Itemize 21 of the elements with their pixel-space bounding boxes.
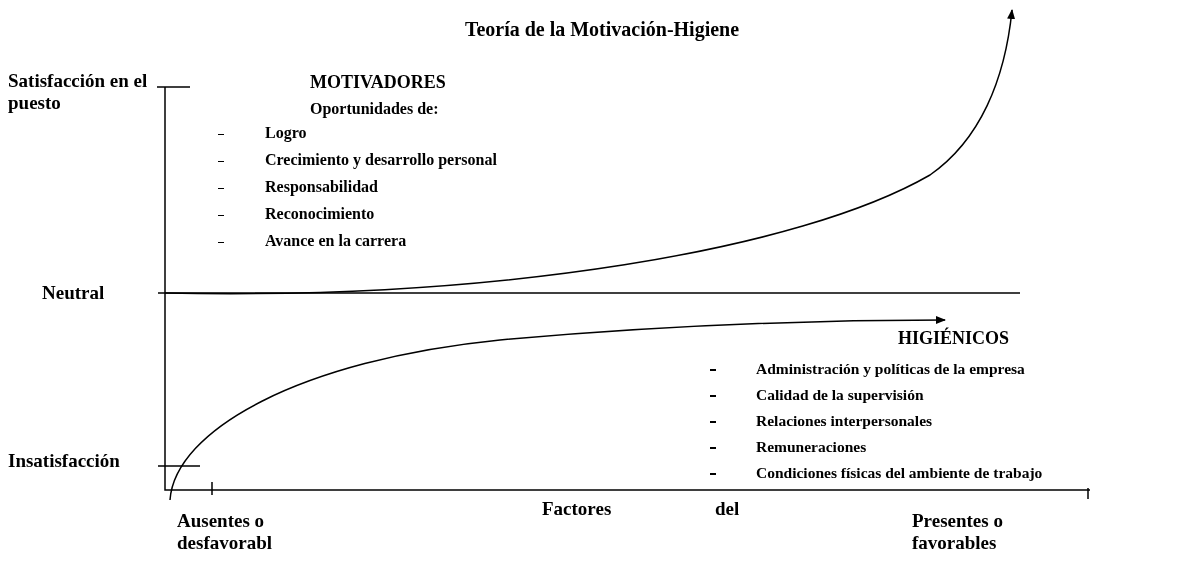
list-item: Avance en la carrera [265, 232, 407, 251]
list-item: Condiciones físicas del ambiente de trabajo [756, 464, 1043, 482]
list-item: Logro [265, 124, 307, 143]
list-item: Remuneraciones [756, 438, 867, 456]
list-item: Crecimiento y desarrollo personal [265, 151, 497, 170]
list-item: Administración y políticas de la empresa [756, 360, 1025, 378]
axis-label: Satisfacción en el puesto [8, 70, 149, 114]
label: Oportunidades de: [310, 100, 439, 119]
list-item: Responsabilidad [265, 178, 378, 197]
label: del [715, 498, 740, 520]
section-heading: HIGIÉNICOS [898, 328, 1010, 349]
axis-label: Neutral [42, 282, 105, 304]
list-item: Relaciones interpersonales [756, 412, 933, 430]
list-item: Reconocimiento [265, 205, 375, 224]
diagram-title: Teoría de la Motivación-Higiene [463, 18, 741, 41]
list-item: Calidad de la supervisión [756, 386, 924, 404]
axis-label: Insatisfacción [8, 450, 121, 472]
label: Factores [542, 498, 612, 520]
label: Presentes o favorables [912, 510, 1004, 554]
label: Ausentes o desfavorabl [177, 510, 273, 554]
section-heading: MOTIVADORES [310, 72, 446, 93]
